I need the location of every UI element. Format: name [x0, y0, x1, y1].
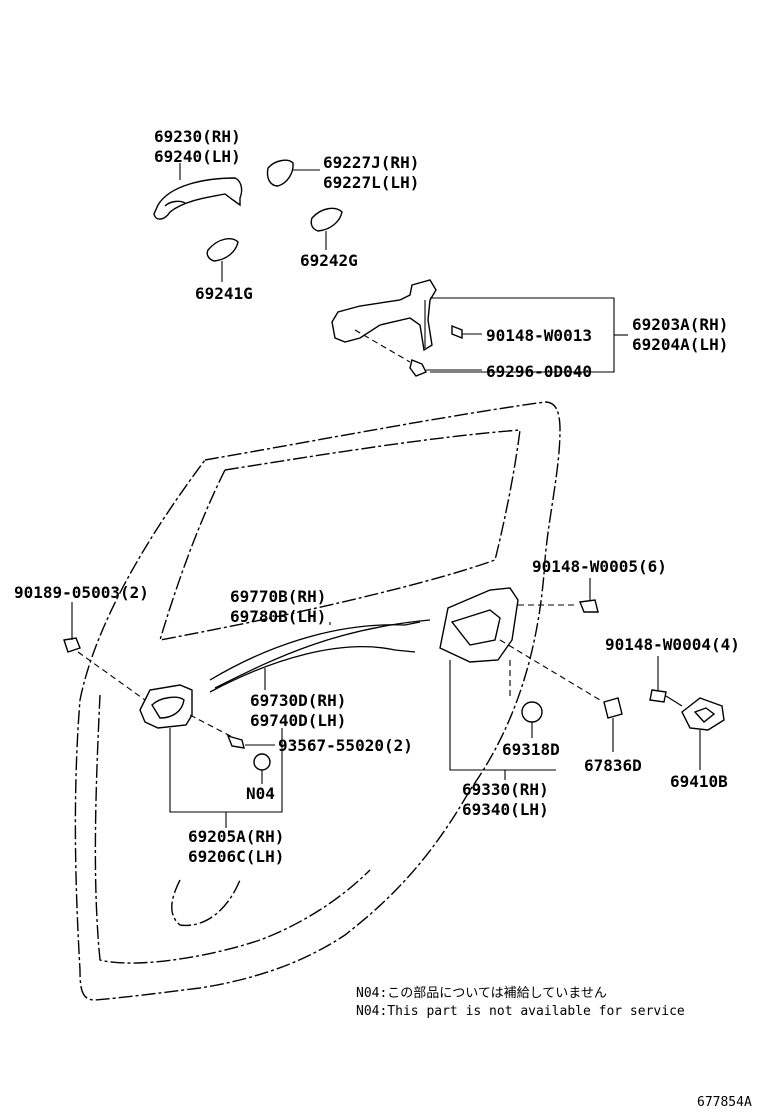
callout-labels: 69230(RH) 69240(LH) 69227J(RH) 69227L(LH…	[14, 127, 740, 866]
callout-69770b-rh: 69770B(RH)	[230, 587, 326, 606]
callout-69410b: 69410B	[670, 772, 728, 791]
note-english: N04:This part is not available for servi…	[356, 1004, 685, 1019]
callout-93567-55020: 93567-55020(2)	[278, 736, 413, 755]
note-japanese: N04:この部品については補給していません	[356, 986, 607, 1001]
cap-n04	[253, 753, 271, 784]
callout-69240-lh: 69240(LH)	[154, 147, 241, 166]
outside-door-handle	[153, 163, 243, 220]
callout-69205a-rh: 69205A(RH)	[188, 827, 284, 846]
grommet	[521, 701, 543, 738]
callout-67836d: 67836D	[584, 756, 642, 775]
screw	[226, 734, 275, 749]
callout-69241g: 69241G	[195, 284, 253, 303]
callout-69780b-lh: 69780B(LH)	[230, 607, 326, 626]
callout-90148-w0005: 90148-W0005(6)	[532, 557, 667, 576]
service-notes: N04:この部品については補給していません N04:This part is n…	[356, 986, 685, 1019]
door-lock-assembly	[439, 587, 601, 780]
callout-69318d: 69318D	[502, 740, 560, 759]
callout-n04: N04	[246, 784, 275, 803]
callout-90148-w0004: 90148-W0004(4)	[605, 635, 740, 654]
handle-gasket-front	[310, 207, 343, 250]
clip	[63, 602, 81, 653]
callout-90148-w0013: 90148-W0013	[486, 326, 592, 345]
handle-cover	[266, 159, 320, 187]
callout-69230-rh: 69230(RH)	[154, 127, 241, 146]
callout-69227j-rh: 69227J(RH)	[323, 153, 419, 172]
callout-69242g: 69242G	[300, 251, 358, 270]
callout-69296-0d040: 69296-0D040	[486, 362, 592, 381]
callout-69204a-lh: 69204A(LH)	[632, 335, 728, 354]
callout-69203a-rh: 69203A(RH)	[632, 315, 728, 334]
callout-90189-05003: 90189-05003(2)	[14, 583, 149, 602]
cable-clip	[603, 697, 623, 752]
callout-69227l-lh: 69227L(LH)	[323, 173, 419, 192]
callout-69330-rh: 69330(RH)	[462, 780, 549, 799]
callout-69730d-rh: 69730D(RH)	[250, 691, 346, 710]
lock-bolt	[579, 578, 599, 613]
handle-frame	[331, 279, 628, 377]
door-lock-striker	[681, 697, 725, 770]
callout-69206c-lh: 69206C(LH)	[188, 847, 284, 866]
striker-bolt	[649, 656, 683, 707]
rear-door-outline	[74, 401, 561, 1001]
callout-69340-lh: 69340(LH)	[462, 800, 549, 819]
lock-cables	[209, 619, 431, 693]
inside-door-handle	[77, 651, 283, 828]
handle-gasket-rear	[206, 238, 239, 282]
figure-id: 677854A	[697, 1095, 752, 1110]
callout-69740d-lh: 69740D(LH)	[250, 711, 346, 730]
